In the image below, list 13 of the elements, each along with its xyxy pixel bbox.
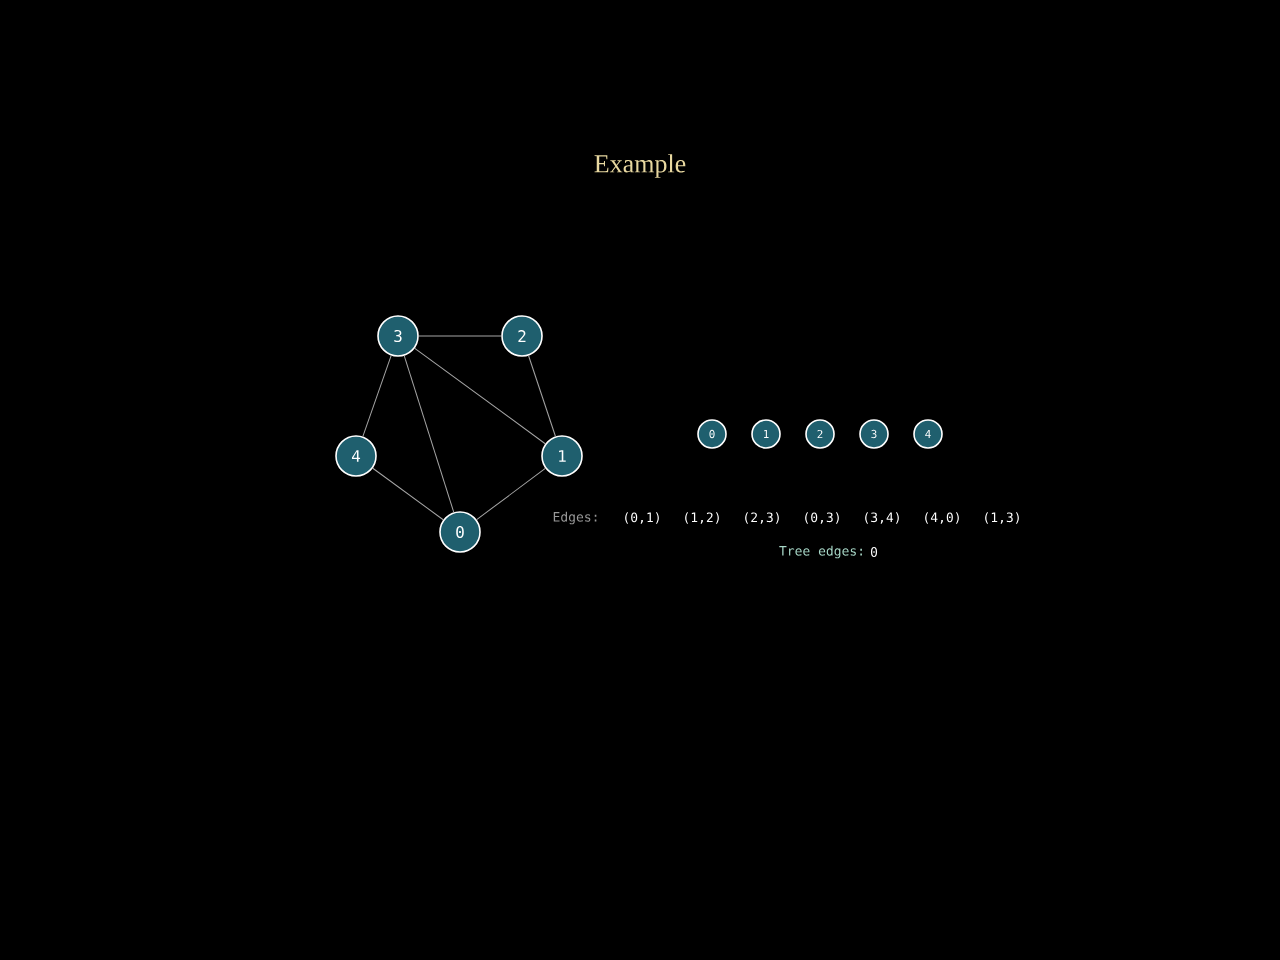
title: Example — [594, 154, 686, 178]
edge-line — [403, 355, 455, 513]
graph-vertex: 1 — [541, 435, 583, 477]
graph-vertex: 3 — [377, 315, 419, 357]
edge-line — [414, 347, 546, 445]
graph-vertex: 2 — [501, 315, 543, 357]
edge-line — [476, 467, 546, 521]
graph-vertex: 0 — [439, 511, 481, 553]
edge-line — [362, 355, 392, 437]
edge-line — [372, 467, 444, 521]
edge-line — [528, 355, 556, 437]
edge-line — [418, 335, 502, 337]
graph-vertex: 4 — [335, 435, 377, 477]
